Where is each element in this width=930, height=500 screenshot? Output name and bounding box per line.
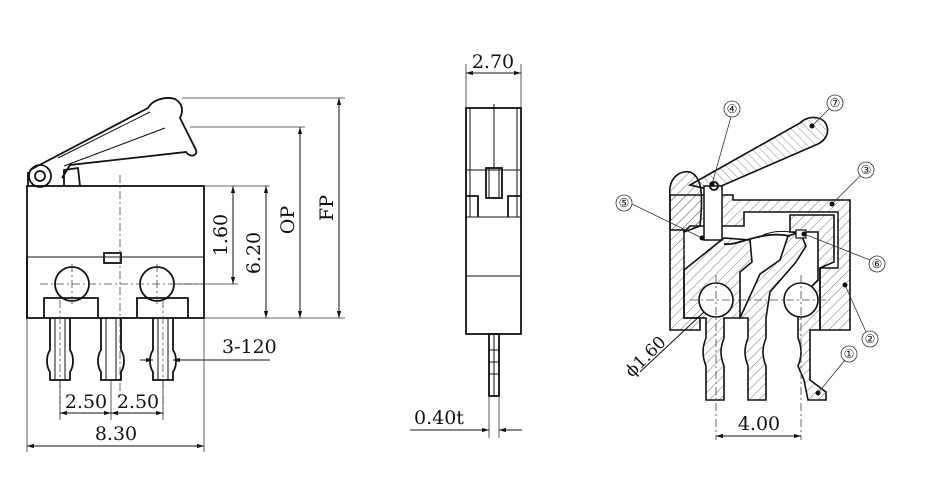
callout-5 <box>615 194 633 212</box>
callout-5-text: ⑤ <box>619 196 630 210</box>
op-label: OP <box>277 206 299 235</box>
callout-4 <box>723 100 741 118</box>
terminal-thickness-label: 0.40t <box>414 407 464 429</box>
side-view: 2.70 0.40t <box>410 51 522 438</box>
fp-label: FP <box>316 195 338 221</box>
callout-3-text: ③ <box>861 163 872 177</box>
callout-1 <box>840 345 858 363</box>
pitch-right-label: 2.50 <box>117 391 159 413</box>
lever <box>29 97 198 179</box>
callout-6 <box>868 255 886 273</box>
thickness-label: 2.70 <box>472 51 514 73</box>
callout-7 <box>826 94 844 112</box>
callout-2-text: ② <box>865 332 876 346</box>
section-terminal-middle <box>738 231 807 401</box>
section-terminal-left <box>683 237 753 401</box>
callout-2 <box>861 330 879 348</box>
callout-1-text: ① <box>844 347 855 361</box>
callouts: ① ② ③ ④ ⑤ ⑥ ⑦ <box>615 94 886 396</box>
body-height-label: 6.20 <box>243 232 265 274</box>
front-view: 1.60 6.20 OP FP 3-120 2.50 2.50 8.30 <box>26 97 345 452</box>
pitch-label: 4.00 <box>738 413 780 435</box>
terminals-label: 3-120 <box>222 336 277 358</box>
hole-height-label: 1.60 <box>210 214 232 256</box>
width-label: 8.30 <box>95 423 137 445</box>
pitch-left-label: 2.50 <box>65 391 107 413</box>
callout-7-text: ⑦ <box>830 96 841 110</box>
section-lever <box>687 116 829 191</box>
callout-4-text: ④ <box>727 102 738 116</box>
callout-6-text: ⑥ <box>872 257 883 271</box>
callout-3 <box>857 161 875 179</box>
hole-diameter-label: ϕ1.60 <box>621 332 670 381</box>
section-view: ① ② ③ ④ ⑤ ⑥ ⑦ <box>615 94 886 440</box>
